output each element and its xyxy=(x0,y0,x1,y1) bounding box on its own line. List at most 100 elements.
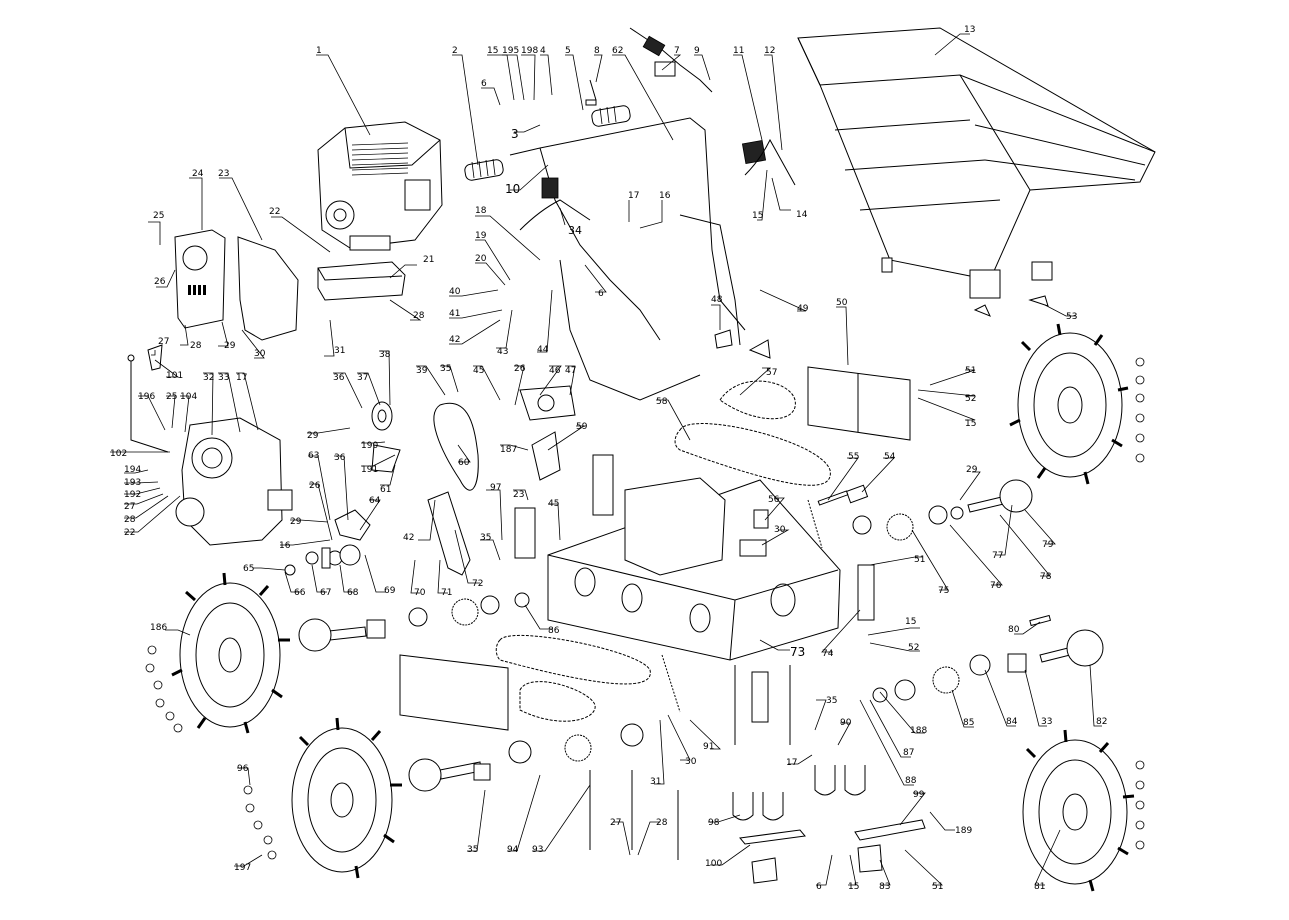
label-48: 48 xyxy=(711,295,723,305)
label-27c: 27 xyxy=(610,818,621,828)
label-58: 58 xyxy=(656,397,668,407)
label-9: 9 xyxy=(694,46,700,56)
label-30: 30 xyxy=(254,349,266,359)
plate-50 xyxy=(807,366,911,441)
axles xyxy=(298,479,1104,792)
label-6c: 6 xyxy=(816,882,822,892)
label-195: 195 xyxy=(502,46,519,56)
label-75: 75 xyxy=(938,586,949,596)
label-76: 76 xyxy=(990,581,1002,591)
label-11: 11 xyxy=(733,46,744,56)
label-101: 101 xyxy=(166,371,183,381)
label-8: 8 xyxy=(594,46,600,56)
label-6b: 6 xyxy=(598,289,604,299)
label-91: 91 xyxy=(703,742,714,752)
label-15: 15 xyxy=(487,46,498,56)
label-28: 28 xyxy=(413,311,425,321)
label-26: 26 xyxy=(154,277,166,287)
label-59: 59 xyxy=(576,422,588,432)
wheel-top-right xyxy=(1009,323,1129,485)
label-196: 196 xyxy=(138,392,155,402)
label-41: 41 xyxy=(449,309,460,319)
throttle-lever xyxy=(629,27,713,93)
label-93: 93 xyxy=(532,845,543,855)
label-47: 47 xyxy=(565,366,576,376)
main-frame xyxy=(547,477,841,661)
label-53: 53 xyxy=(1066,312,1077,322)
brake-lever xyxy=(741,138,796,186)
label-98: 98 xyxy=(708,818,720,828)
label-22b: 22 xyxy=(124,528,135,538)
label-86: 86 xyxy=(548,626,560,636)
label-25: 25 xyxy=(153,211,164,221)
label-88: 88 xyxy=(905,776,917,786)
label-187: 187 xyxy=(500,445,517,455)
label-186: 186 xyxy=(150,623,167,633)
label-17: 17 xyxy=(628,191,639,201)
label-27: 27 xyxy=(158,337,169,347)
cover-plate-24 xyxy=(174,229,226,329)
engine-mount-plate xyxy=(317,261,406,301)
label-15c: 15 xyxy=(965,419,976,429)
label-15e: 15 xyxy=(848,882,859,892)
label-73: 73 xyxy=(790,645,805,659)
label-25b: 25 xyxy=(166,392,177,402)
label-35c: 35 xyxy=(826,696,837,706)
wheel-bottom-right xyxy=(1022,729,1135,892)
engine-illustration xyxy=(317,121,443,251)
label-65: 65 xyxy=(243,564,254,574)
label-77: 77 xyxy=(992,551,1003,561)
label-27b: 27 xyxy=(124,502,135,512)
label-1: 1 xyxy=(316,46,322,56)
label-4: 4 xyxy=(540,46,546,56)
label-14: 14 xyxy=(796,210,808,220)
label-71: 71 xyxy=(441,588,452,598)
label-15b: 15 xyxy=(752,211,763,221)
label-44: 44 xyxy=(537,345,549,355)
label-45b: 45 xyxy=(548,499,559,509)
label-28c: 28 xyxy=(124,515,136,525)
label-26b: 26 xyxy=(514,364,526,374)
label-85: 85 xyxy=(963,718,974,728)
label-42: 42 xyxy=(449,335,460,345)
label-7: 7 xyxy=(674,46,680,56)
label-13: 13 xyxy=(964,25,975,35)
label-54: 54 xyxy=(884,452,896,462)
label-190: 190 xyxy=(361,441,378,451)
label-70: 70 xyxy=(414,588,426,598)
label-35b: 35 xyxy=(480,533,491,543)
label-23: 23 xyxy=(218,169,229,179)
callout-leaders xyxy=(110,33,1102,886)
label-18: 18 xyxy=(475,206,487,216)
label-29d: 29 xyxy=(966,465,978,475)
label-labels: 1 2 15 195 198 4 5 8 62 7 9 11 12 13 6 3… xyxy=(110,25,1107,892)
label-40: 40 xyxy=(449,287,461,297)
label-29: 29 xyxy=(224,341,236,351)
label-188: 188 xyxy=(910,726,927,736)
label-3: 3 xyxy=(511,127,519,141)
label-49: 49 xyxy=(797,304,809,314)
label-5: 5 xyxy=(565,46,571,56)
label-33: 33 xyxy=(218,373,229,383)
label-32: 32 xyxy=(203,373,214,383)
label-35: 35 xyxy=(440,364,451,374)
label-36b: 36 xyxy=(334,453,346,463)
label-15d: 15 xyxy=(905,617,916,627)
label-82: 82 xyxy=(1096,717,1107,727)
label-79: 79 xyxy=(1042,540,1054,550)
label-51b: 51 xyxy=(914,555,925,565)
label-17b: 17 xyxy=(236,373,247,383)
label-74: 74 xyxy=(822,649,834,659)
label-28b: 28 xyxy=(190,341,202,351)
label-90: 90 xyxy=(840,718,852,728)
plate-lower-left xyxy=(399,654,509,731)
pulley-37 xyxy=(371,401,393,431)
brackets-and-bolts xyxy=(147,79,1052,884)
label-30c: 30 xyxy=(685,757,697,767)
label-67: 67 xyxy=(320,588,331,598)
label-64: 64 xyxy=(369,496,381,506)
label-51: 51 xyxy=(965,366,976,376)
label-102: 102 xyxy=(110,449,127,459)
label-21: 21 xyxy=(423,255,434,265)
label-84: 84 xyxy=(1006,717,1018,727)
